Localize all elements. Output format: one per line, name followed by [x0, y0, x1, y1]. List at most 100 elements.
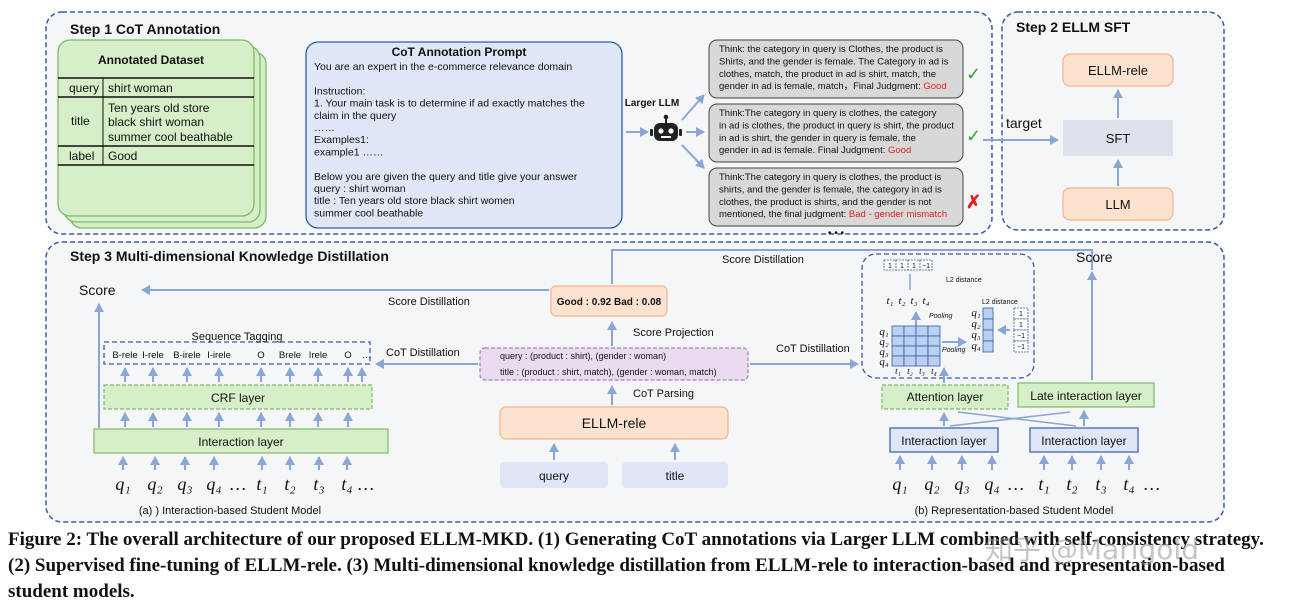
- larger-llm-label: Larger LLM: [625, 98, 679, 109]
- cot-parsed-box: [479, 347, 749, 381]
- dataset-title: Annotated Dataset: [98, 53, 204, 67]
- left-token: q₂: [147, 474, 162, 494]
- sequence-tagging-box: [103, 341, 371, 365]
- right-vec-value: 1: [1019, 311, 1023, 318]
- step3-title: Step 3 Multi-dimensional Knowledge Disti…: [70, 248, 389, 264]
- attention-layer: [881, 384, 1009, 410]
- attention-detail-panel: [861, 253, 1035, 379]
- score-box: [550, 285, 668, 317]
- t-label: t₁: [887, 295, 894, 307]
- t-label: t₂: [899, 295, 906, 307]
- query-input-box: [500, 462, 608, 488]
- t-label: t₃: [911, 295, 918, 307]
- l2-label-right: L2 distance: [982, 299, 1018, 306]
- right-interaction-layer-2: [1029, 427, 1139, 453]
- tag-label: I-irele: [207, 350, 231, 361]
- architecture-diagram: Step 1 CoT Annotation Annotated Dataset …: [45, 11, 1225, 523]
- think-line: Shirts, and the gender is female. The Ca…: [719, 56, 949, 67]
- dataset-val-label: Good: [108, 149, 137, 163]
- left-interaction-layer: [93, 428, 389, 454]
- step2-llm-box: [1062, 187, 1174, 221]
- title-input-label: title: [666, 469, 685, 483]
- right-score-distillation: Score Distillation: [722, 254, 804, 266]
- prompt-line: claim in the query: [314, 110, 397, 122]
- right-vec-value: 1: [1019, 322, 1023, 329]
- dataset-key-label: label: [69, 149, 94, 163]
- figure-caption: Figure 2: The overall architecture of ou…: [8, 529, 1264, 602]
- step2-ellm-box: [1062, 53, 1174, 87]
- dataset-val-query: shirt woman: [108, 81, 173, 95]
- prompt-line: Instruction:: [314, 85, 365, 97]
- left-token: t₂: [284, 474, 295, 494]
- right-token: q₄: [984, 474, 999, 494]
- right-token: t₄: [1123, 474, 1134, 494]
- watermark: 知乎 @Marigold: [985, 533, 1199, 566]
- prompt-line: Below you are given the query and title …: [314, 171, 578, 183]
- dataset-key-query: query: [69, 81, 99, 95]
- top-vec-value: 1: [900, 263, 904, 270]
- left-token: t₁: [256, 474, 267, 494]
- right-token: q₂: [924, 474, 939, 494]
- prompt-title: CoT Annotation Prompt: [392, 45, 527, 59]
- judgment: Good: [888, 145, 911, 156]
- cot-parsed-line1: query : (product : shirt), (gender : wom…: [500, 351, 666, 361]
- top-vec-value: 1: [888, 263, 892, 270]
- cross-icon: ✗: [966, 192, 981, 212]
- think-line: gender in ad is female, match，Final Judg…: [719, 81, 947, 92]
- think-line: in ad is shirt, the gender in query is f…: [719, 133, 916, 144]
- right-token: t₃: [1095, 474, 1106, 494]
- dataset-val-title-1: Ten years old store: [108, 101, 210, 115]
- left-token: q₄: [206, 474, 221, 494]
- check-icon-1: ✓: [966, 64, 981, 84]
- step2-title: Step 2 ELLM SFT: [1016, 19, 1131, 35]
- t-label-bottom: t₂: [907, 366, 913, 376]
- right-token: q₁: [892, 474, 907, 494]
- step3-ellm-label: ELLM-rele: [582, 415, 647, 431]
- think-line: clothes, the product is shirts, and the …: [719, 197, 932, 208]
- q-label-right: q₄: [971, 340, 981, 352]
- cot-prompt: CoT Annotation Prompt You are an expert …: [305, 41, 623, 229]
- score-box-text: Good : 0.92 Bad : 0.08: [557, 297, 662, 308]
- top-vec-value: 1: [912, 263, 916, 270]
- prompt-line: query : shirt woman: [314, 183, 406, 195]
- dataset-val-title-3: summer cool beathable: [108, 130, 233, 144]
- t-label: t₄: [923, 295, 930, 307]
- think-line: shirts, and the gender is female, the ca…: [719, 184, 942, 195]
- prompt-line: You are an expert in the e-commerce rele…: [314, 61, 572, 73]
- left-token: t₄: [341, 474, 352, 494]
- pooling-label: Pooling: [929, 313, 952, 320]
- q-label: q₁: [879, 326, 889, 338]
- prompt-line: Examples1:: [314, 134, 369, 146]
- think-line: mentioned, the final judgment: Bad - gen…: [719, 209, 947, 220]
- tag-label: Brele: [279, 350, 301, 361]
- prompt-line: 1. Your main task is to determine if ad …: [314, 98, 585, 110]
- sequence-tagging-label: Sequence Tagging: [192, 331, 283, 343]
- left-score-distillation: Score Distillation: [388, 296, 470, 308]
- think-line: in ad is clothes, the product in query i…: [719, 120, 954, 131]
- q-label: q₃: [879, 346, 889, 358]
- score-projection-label: Score Projection: [633, 327, 714, 339]
- right-token: t₂: [1066, 474, 1077, 494]
- step3-ellm-box: [499, 406, 729, 440]
- title-input-box: [622, 462, 728, 488]
- crf-layer-label: CRF layer: [211, 391, 265, 405]
- annotated-dataset: Annotated Dataset query shirt woman titl…: [57, 39, 267, 229]
- right-token: …: [1144, 474, 1160, 494]
- left-token: q₃: [177, 474, 192, 494]
- tag-label: O: [257, 350, 264, 361]
- left-cot-distillation: CoT Distillation: [386, 347, 460, 359]
- left-token: q₁: [115, 474, 130, 494]
- think-line: Think:The category in query is clothes, …: [719, 108, 937, 119]
- think-line: gender in ad is female. Final Judgment: …: [719, 145, 911, 156]
- think-line: Think: the category in query is Clothes,…: [719, 44, 943, 55]
- q-label: q₂: [879, 336, 889, 348]
- crf-layer: [103, 384, 373, 410]
- tag-label: B-rele: [112, 350, 137, 361]
- step1-title: Step 1 CoT Annotation: [70, 21, 220, 37]
- think-line: clothes, match, the product in ad is shi…: [719, 69, 936, 80]
- right-token: t₁: [1038, 474, 1049, 494]
- cot-parsing-label: CoT Parsing: [633, 388, 694, 400]
- more-ellipsis: • • •: [828, 228, 845, 239]
